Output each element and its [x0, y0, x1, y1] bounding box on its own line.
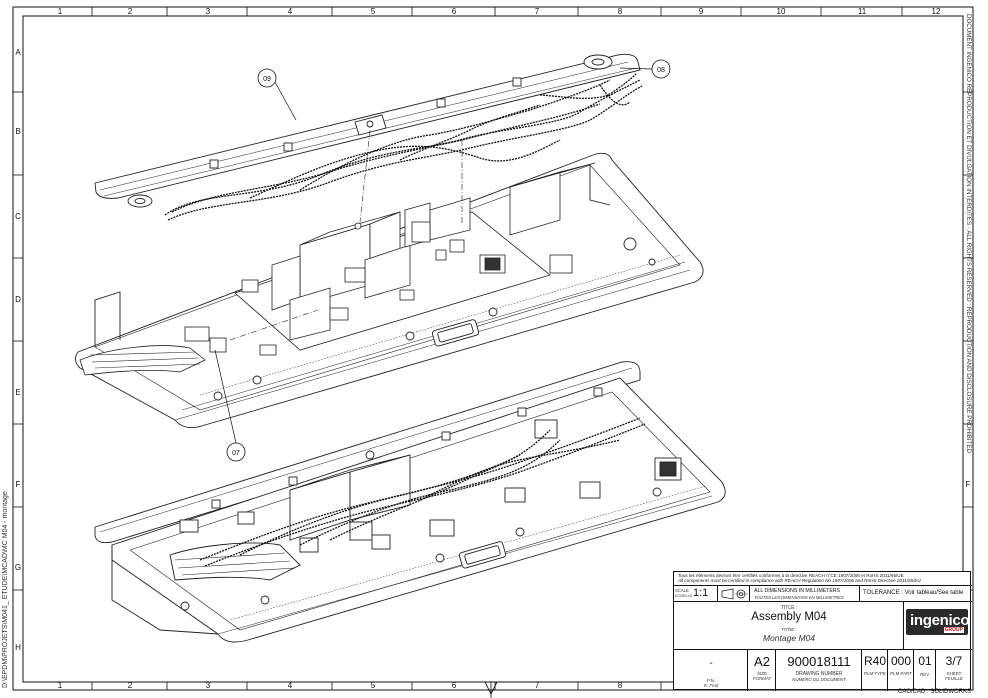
scale-sublabel: ECHELLE [675, 594, 693, 598]
callout-07: 07 [214, 349, 246, 462]
reach-notice: Tous les éléments devront être certifiés… [674, 572, 972, 586]
tolerance-text: TOLERANCE : Voir tableau/See table [863, 590, 964, 596]
title-cell: TITLE : Assembly M04 TITRE : Montage M04 [674, 602, 904, 650]
rev-value: 01 [918, 654, 932, 668]
pn-value: - [709, 658, 713, 669]
zone-row-right: F [966, 480, 971, 489]
zone-row-left: G [15, 563, 21, 572]
zone-col-bottom: 7 [535, 681, 540, 690]
pn-cell: - P.N. R. Fmd [674, 650, 748, 691]
plm-part-cell: 000 PLM PART [888, 650, 914, 691]
title-label: TITLE : [780, 605, 798, 611]
assembly-axes [229, 129, 463, 341]
plm-type-value: R40 [863, 654, 886, 668]
scale-cell: SCALE ECHELLE 1:1 [674, 586, 718, 602]
size-sublabel: FORMAT [752, 676, 772, 681]
sheet-value: 3/7 [945, 654, 963, 668]
drawing-number-cell: 900018111 DRAWING NUMBER NUMERO DU DOCUM… [776, 650, 862, 691]
plm-type-cell: R40 PLM TYPE [862, 650, 888, 691]
drawing-number-value: 900018111 [787, 654, 851, 669]
top-cover-part [94, 53, 641, 208]
titre-label: TITRE : [781, 627, 797, 632]
zone-col-top: 5 [371, 7, 376, 16]
zone-col-top: 7 [535, 7, 540, 16]
zone-col-top: 11 [858, 7, 867, 16]
zone-col-top: 2 [128, 7, 133, 16]
zone-col-bottom: 2 [128, 681, 133, 690]
zone-row-left: E [15, 388, 20, 397]
pn-label: P.N. [707, 678, 715, 683]
zone-col-bottom: 8 [618, 681, 623, 690]
zone-col-top: 8 [618, 7, 623, 16]
zone-col-top: 9 [699, 7, 704, 16]
zone-row-left: B [15, 127, 20, 136]
zone-col-top: 3 [206, 7, 211, 16]
zone-col-bottom: 5 [371, 681, 376, 690]
dimensions-en: ALL DIMENSIONS IN MILLIMETERS [754, 588, 840, 594]
scale-value: 1:1 [693, 587, 709, 599]
company-name: ingenico [910, 612, 970, 629]
zone-row-left: F [16, 480, 21, 489]
zone-col-top: 4 [288, 7, 293, 16]
zone-col-bottom: 6 [452, 681, 457, 690]
cable-harness-lower [199, 417, 646, 567]
tolerance-cell: TOLERANCE : Voir tableau/See table [860, 586, 972, 602]
zone-col-top: 1 [58, 7, 63, 16]
file-path: D:\EPDM\PROJETS\M041_ ETUDE\MCAD\MC M04 … [2, 491, 9, 688]
sheet-sublabel: FEUILLE [945, 676, 963, 681]
zone-col-top: 10 [777, 7, 786, 16]
rights-notice: DOCUMENT INGENICO REPRODUCTION ET DIVULG… [965, 14, 972, 454]
callout-label: 09 [263, 76, 271, 83]
company-group: GROUP [943, 627, 964, 633]
dimensions-cell: ALL DIMENSIONS IN MILLIMETERS TOUTES LES… [750, 586, 860, 602]
projection-icon [721, 588, 748, 600]
zone-col-top: 6 [452, 7, 457, 16]
dimensions-fr: TOUTES LES DIMENSIONS EN MILLIMETRES [754, 594, 844, 600]
cad-software-label: CAO/CAD : SOLIDWORKS [898, 689, 972, 695]
plm-part-value: 000 [890, 654, 912, 668]
zone-col-top: 12 [932, 7, 941, 16]
zone-row-left: C [15, 212, 21, 221]
reach-notice-fr: Tous les éléments devront être certifiés… [678, 573, 904, 578]
rev-cell: 01 REV. [914, 650, 936, 691]
zone-col-bottom: 3 [206, 681, 211, 690]
callout-label: 07 [232, 450, 240, 457]
zone-col-bottom: 1 [58, 681, 63, 690]
top-pcb-components [79, 162, 596, 376]
company-logo: ingenico GROUP [906, 609, 970, 635]
zone-row-left: D [15, 295, 21, 304]
scale-label: SCALE [675, 588, 689, 593]
cable-harness-upper [164, 73, 643, 221]
plm-type-label: PLM TYPE [864, 671, 886, 676]
size-label: SIZE [757, 671, 767, 676]
zone-col-bottom: 4 [288, 681, 293, 690]
pn-sublabel: R. Fmd [703, 683, 719, 688]
callout-08: 08 [619, 59, 671, 79]
callout-09: 09 [257, 68, 297, 121]
company-cell [904, 602, 972, 650]
sheet-cell: 3/7 SHEET FEUILLE A2 [936, 650, 972, 691]
projection-symbol-cell [718, 586, 750, 602]
reach-notice-en: All components must be certified in comp… [678, 578, 921, 583]
zone-row-left: H [15, 643, 21, 652]
drawing-number-label: DRAWING NUMBER [795, 671, 843, 677]
plm-part-label: PLM PART [890, 671, 912, 676]
zone-row-left: A [15, 48, 21, 57]
sheet-label: SHEET [946, 671, 962, 676]
rev-label: REV. [920, 672, 930, 677]
drawing-number-sublabel: NUMERO DU DOCUMENT [792, 676, 846, 682]
size-value: A2 [754, 654, 770, 669]
titre-value: Montage M04 [763, 633, 815, 643]
title-value: Assembly M04 [751, 611, 827, 623]
size-cell: A2 SIZE FORMAT [748, 650, 776, 691]
callout-label: 08 [657, 67, 665, 74]
